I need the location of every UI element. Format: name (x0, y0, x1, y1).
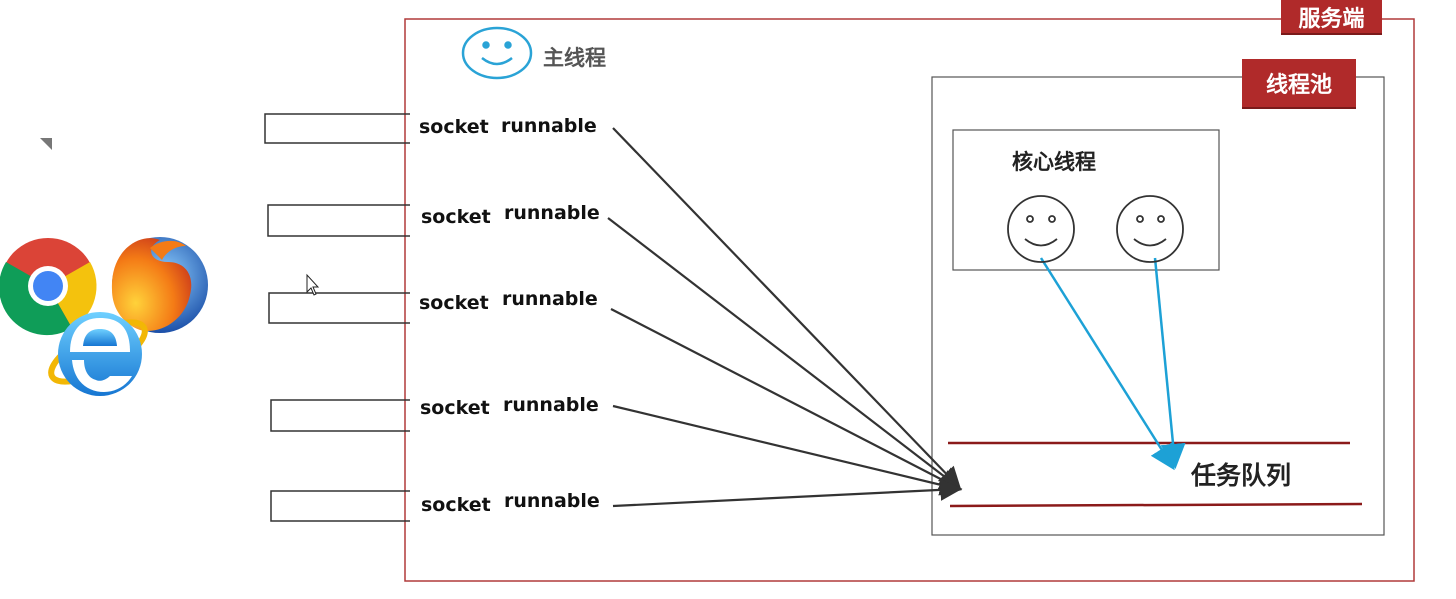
thread-pool-box (931, 76, 1385, 536)
worker-arrow-2 (1153, 257, 1186, 469)
task-queue-label: 任务队列 (1191, 461, 1292, 490)
core-thread-smiley-icon-1 (1007, 195, 1075, 263)
thread-pool-tag: 线程池 (1242, 59, 1356, 109)
submit-arrow-5 (612, 478, 963, 508)
submit-arrow-2 (607, 217, 962, 490)
ie-icon (48, 312, 148, 396)
socket-connectors (264, 113, 410, 522)
main-thread-smiley-icon (461, 26, 533, 80)
submit-arrows (607, 127, 963, 508)
cursor-icon (306, 273, 320, 296)
task-queue-bottom-line (949, 502, 1363, 508)
server-label: 服务端 (1298, 6, 1365, 32)
submit-arrow-4 (612, 404, 963, 496)
worker-arrows (1039, 257, 1186, 471)
runnable-label-1: runnable (501, 115, 597, 137)
server-box (404, 18, 1415, 582)
socket-label-2: socket (421, 206, 491, 228)
core-threads-label: 核心线程 (1012, 150, 1096, 174)
socket-label-5: socket (421, 494, 491, 516)
submit-arrow-3 (610, 308, 962, 491)
socket-connector-4 (270, 399, 410, 432)
socket-connector-2 (267, 204, 410, 237)
runnable-label-4: runnable (503, 394, 599, 416)
core-thread-smiley-icon-2 (1116, 195, 1184, 263)
socket-connector-3 (268, 292, 410, 324)
chrome-icon (0, 238, 97, 336)
main-thread-label: 主线程 (543, 46, 606, 70)
runnable-label-2: runnable (504, 202, 600, 224)
triangle-marker-icon (40, 138, 52, 150)
firefox-icon (111, 237, 208, 333)
submit-arrow-1 (612, 127, 962, 490)
worker-arrow-1 (1039, 257, 1175, 471)
runnable-label-3: runnable (502, 288, 598, 310)
socket-label-3: socket (419, 292, 489, 314)
socket-connector-1 (264, 113, 410, 144)
server-tag: 服务端 (1281, 0, 1382, 35)
core-threads-box (952, 129, 1220, 271)
runnable-label-5: runnable (504, 490, 600, 512)
socket-connector-5 (270, 490, 410, 522)
socket-label-4: socket (420, 397, 490, 419)
thread-pool-label: 线程池 (1265, 73, 1332, 98)
socket-label-1: socket (419, 116, 489, 138)
